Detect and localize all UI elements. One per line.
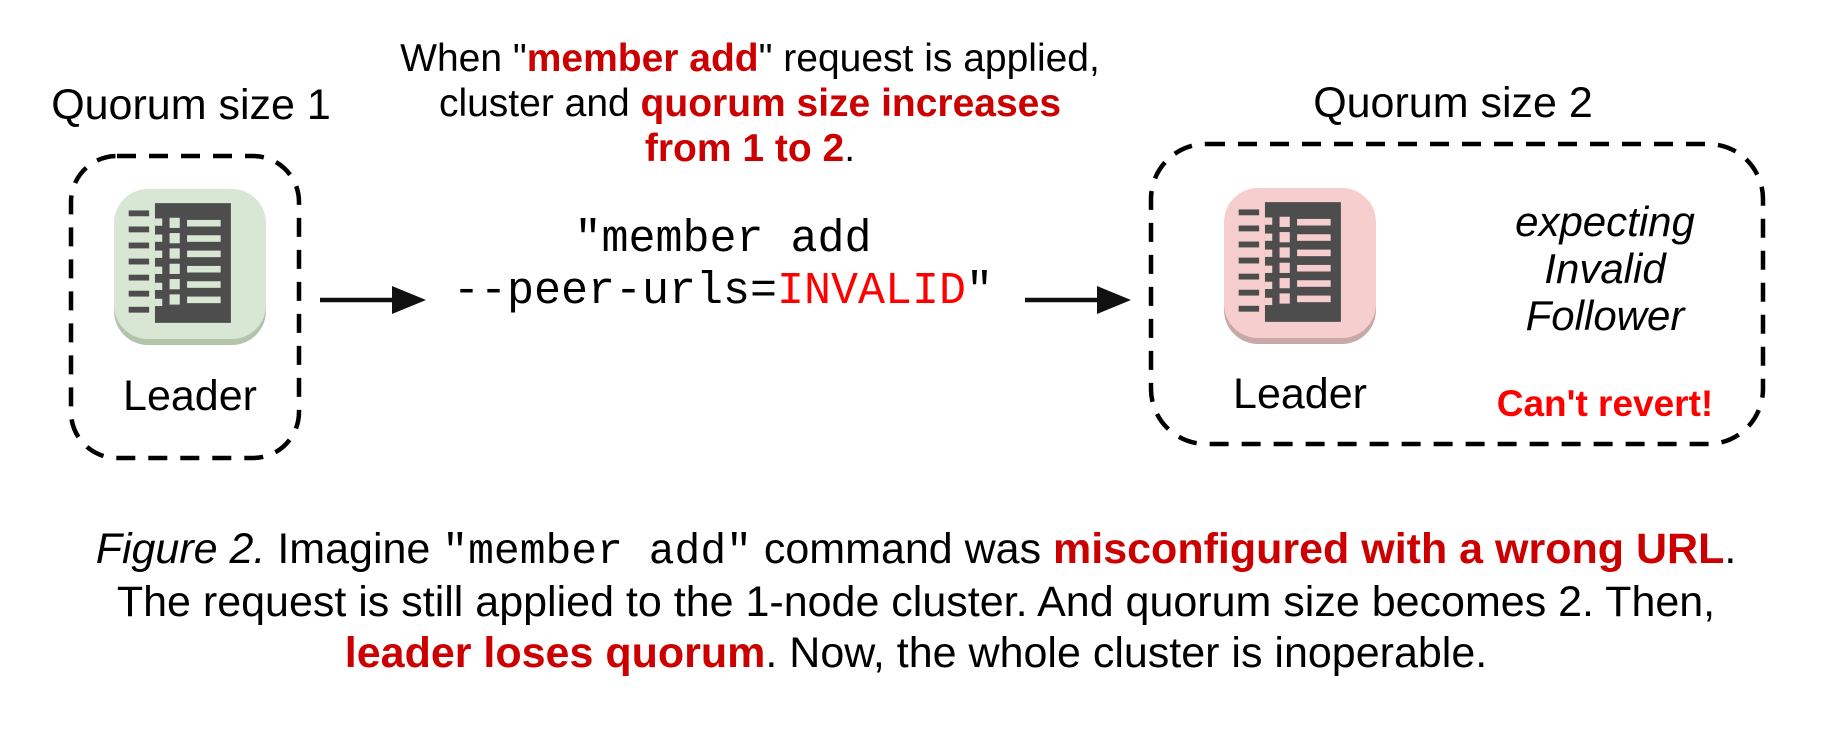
- leader-node-icon-green: [114, 189, 266, 339]
- member-list-glyph: [128, 203, 231, 323]
- left-leader-label: Leader: [123, 372, 257, 420]
- member-add-command: "member add--peer-urls=INVALID": [452, 214, 994, 317]
- left-cluster-title: Quorum size 1: [51, 81, 331, 129]
- member-list-glyph: [1238, 202, 1341, 322]
- member-add-note: When "member add" request is applied,clu…: [400, 37, 1100, 170]
- figure-caption: Figure 2. Imagine "member add" command w…: [95, 525, 1737, 677]
- arrow-right-icon: [320, 286, 426, 314]
- left-cluster-boundary: [68, 153, 302, 461]
- leader-node-icon-pink: [1224, 188, 1376, 338]
- arrow-right-icon: [1025, 286, 1131, 314]
- right-cluster-boundary: [1148, 141, 1766, 447]
- cant-revert-warning: Can't revert!: [1496, 383, 1714, 424]
- right-leader-label: Leader: [1233, 370, 1367, 418]
- right-cluster-title: Quorum size 2: [1313, 79, 1593, 127]
